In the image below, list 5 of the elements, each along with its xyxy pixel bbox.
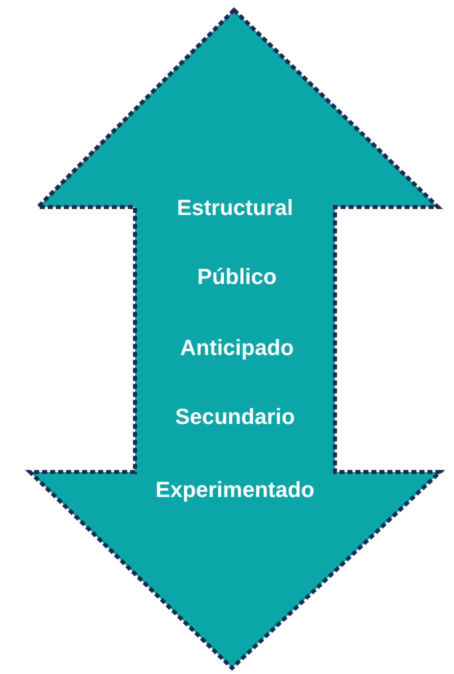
arrow-label: Secundario <box>175 404 295 430</box>
arrow-label: Anticipado <box>180 335 294 361</box>
arrow-label: Experimentado <box>156 477 314 503</box>
arrow-label: Público <box>197 264 277 290</box>
arrow-label: Estructural <box>176 195 294 221</box>
